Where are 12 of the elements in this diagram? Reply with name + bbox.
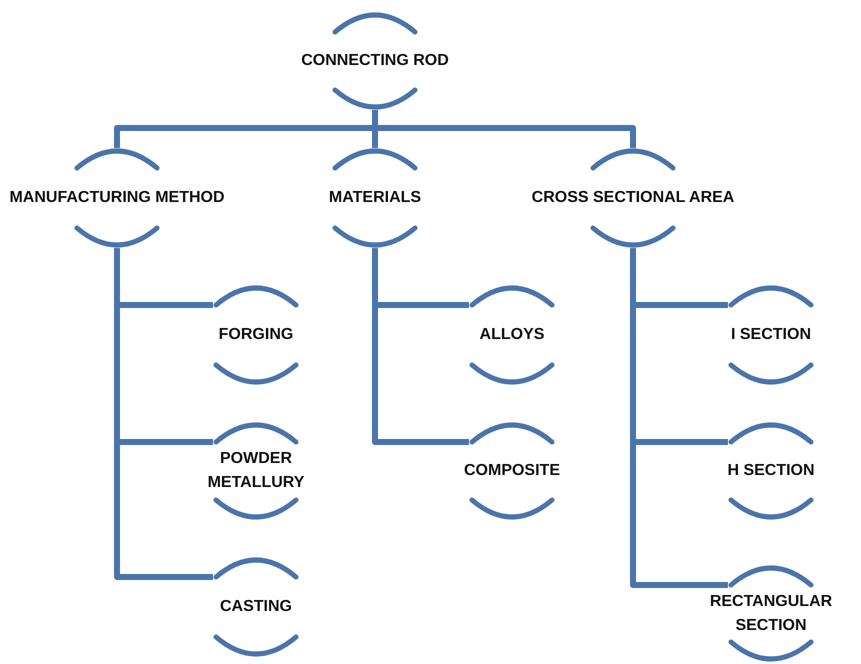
node-label: MATERIALS — [328, 188, 422, 208]
node-label: ALLOYS — [480, 325, 544, 345]
node-label: RECTANGULAR SECTION — [708, 592, 834, 636]
node-label: COMPOSITE — [464, 461, 560, 481]
node-label: POWDER METALLURY — [206, 449, 306, 493]
node-label: CASTING — [220, 597, 292, 617]
node-label: I SECTION — [730, 325, 811, 345]
node-label: CROSS SECTIONAL AREA — [532, 188, 734, 208]
node-label: FORGING — [218, 325, 294, 345]
node-label: H SECTION — [727, 461, 815, 481]
node-label: CONNECTING ROD — [301, 51, 449, 71]
node-label: MANUFACTURING METHOD — [9, 188, 225, 208]
